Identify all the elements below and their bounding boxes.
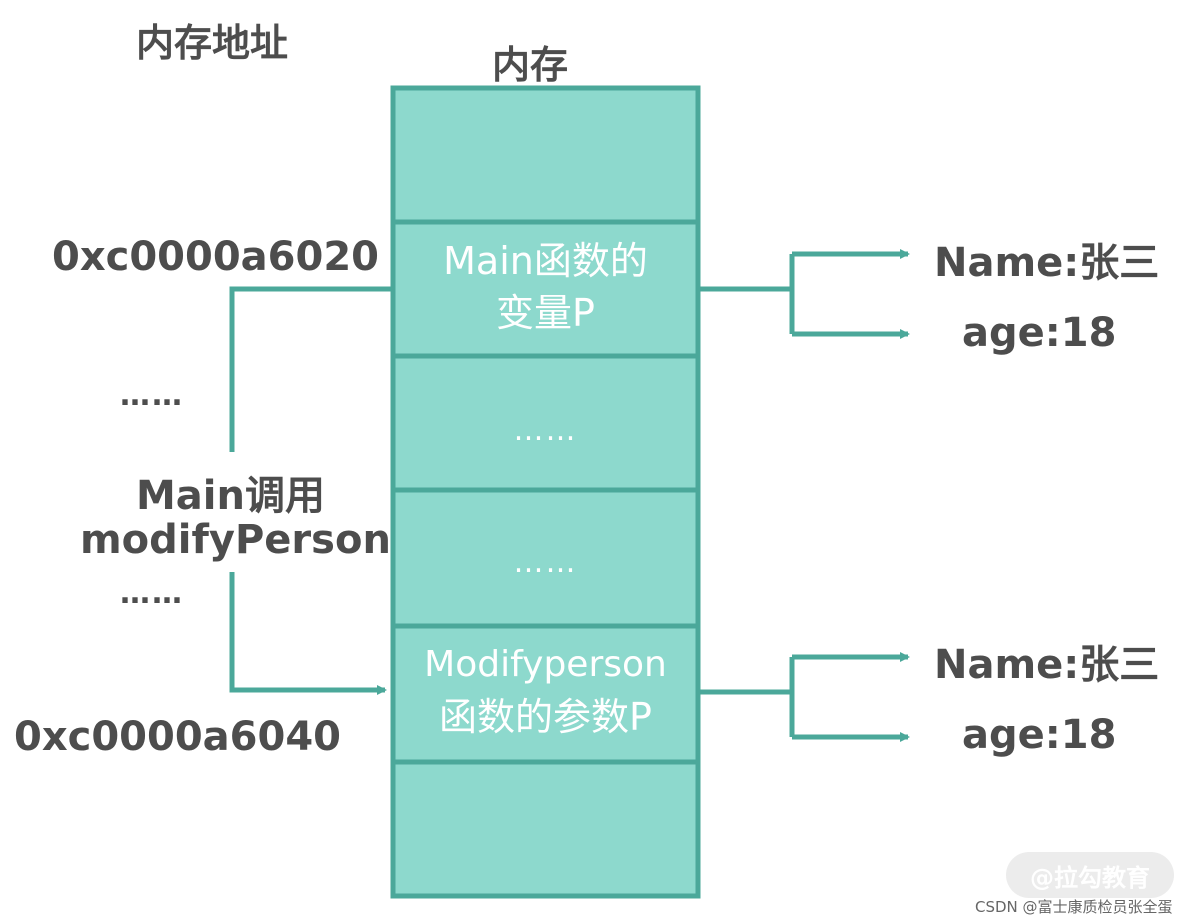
memory-column-header: 内存 — [492, 43, 569, 87]
memory-cell-bottom-empty — [390, 759, 701, 899]
top-name-field: Name:张三 — [934, 240, 1160, 286]
connector-lower — [229, 572, 387, 695]
main-var-label-line2: 变量P — [496, 291, 595, 335]
call-label-line2: modifyPerson — [80, 517, 391, 563]
main-var-label-line1: Main函数的 — [443, 239, 648, 283]
address-top: 0xc0000a6020 — [52, 234, 379, 280]
call-connector — [229, 286, 393, 695]
ellipsis-bottom: …… — [120, 576, 184, 611]
credit-text: CSDN @富士康质检员张全蛋 — [975, 898, 1173, 916]
bottom-fields-connector — [698, 652, 910, 742]
bottom-name-field: Name:张三 — [934, 642, 1160, 688]
top-age-field: age:18 — [962, 310, 1117, 356]
ellipsis-top: …… — [120, 378, 184, 413]
call-label-line1: Main调用 — [136, 473, 325, 519]
address-bottom: 0xc0000a6040 — [14, 714, 341, 760]
address-column-header: 内存地址 — [136, 21, 289, 65]
cell-ellipsis-a: …… — [513, 413, 578, 448]
cell-ellipsis-b: …… — [513, 545, 578, 580]
top-fields-connector — [698, 249, 910, 339]
memory-column — [390, 85, 701, 899]
param-label-line1: Modifyperson — [424, 644, 667, 685]
connector-upper — [229, 286, 393, 452]
memory-cell-top-empty — [390, 85, 701, 225]
param-label-line2: 函数的参数P — [439, 695, 652, 739]
bottom-age-field: age:18 — [962, 712, 1117, 758]
memory-cell-dots-a — [390, 353, 701, 493]
watermark-badge: @拉勾教育 — [1006, 852, 1174, 898]
watermark-text: @拉勾教育 — [1030, 863, 1150, 892]
